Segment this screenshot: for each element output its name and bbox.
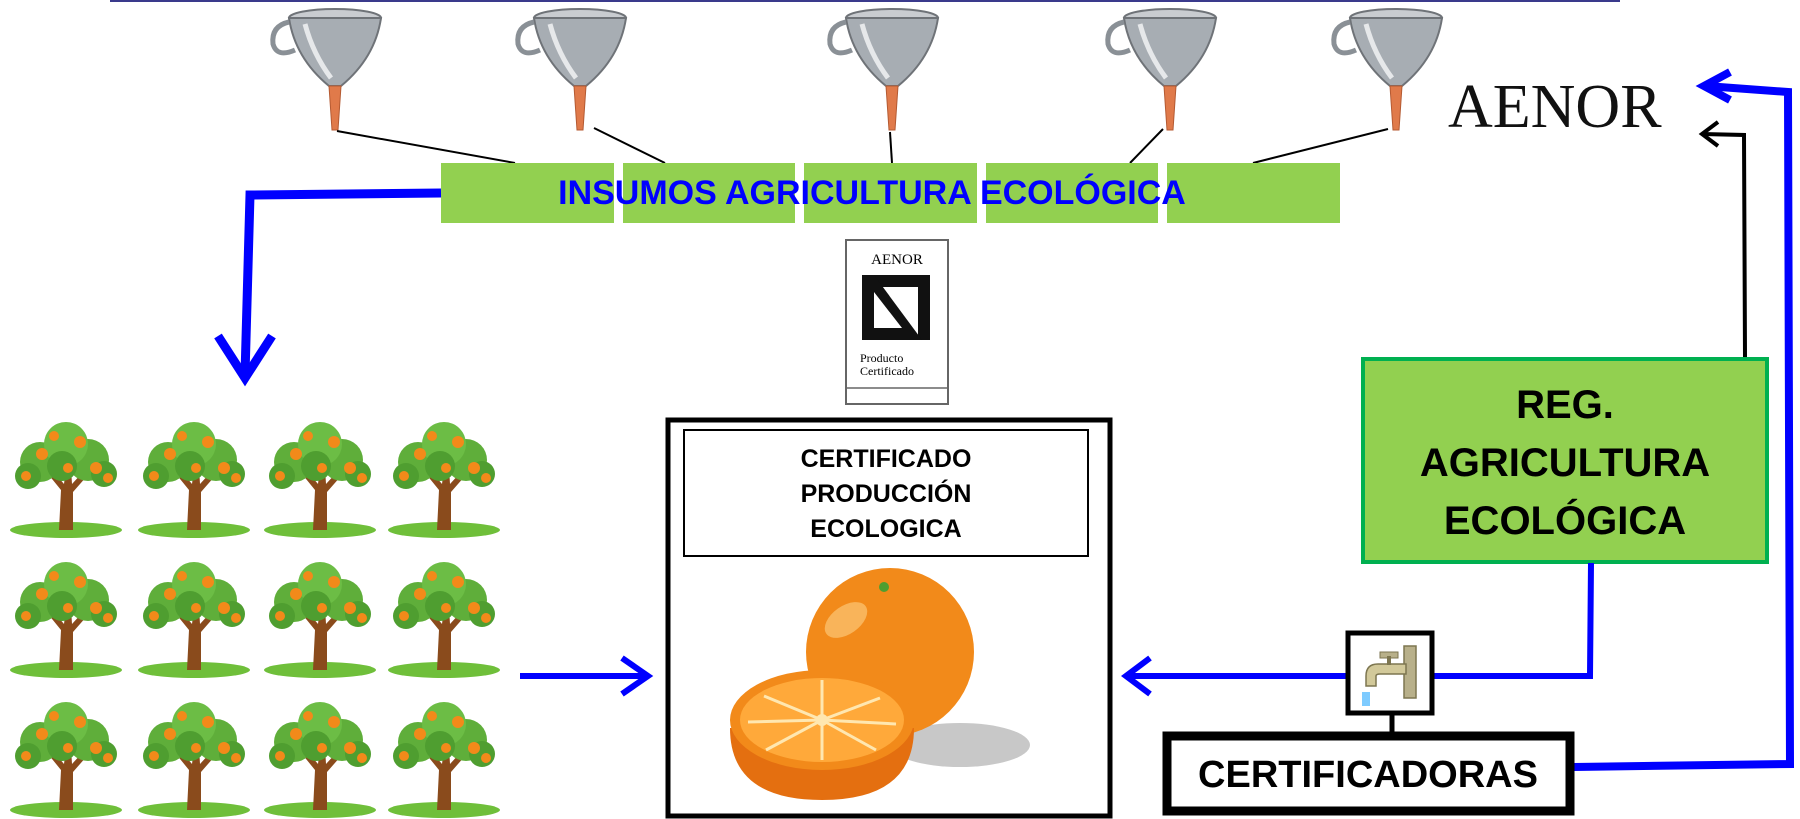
orange-fruit-icon xyxy=(730,568,1030,800)
certificate-box: CERTIFICADO PRODUCCIÓN ECOLOGICA xyxy=(665,417,1113,819)
orange-tree-icon xyxy=(138,702,250,818)
registry-box: REG. AGRICULTURA ECOLÓGICA xyxy=(1361,357,1769,564)
inputs-banner xyxy=(441,163,1340,223)
orange-tree-icon xyxy=(138,562,250,678)
orange-tree-icon xyxy=(10,702,122,818)
orange-tree-icon xyxy=(264,422,376,538)
certifiers-label: CERTIFICADORAS xyxy=(1198,754,1538,796)
orchard xyxy=(10,422,500,818)
certificate-line-2: PRODUCCIÓN xyxy=(801,478,972,508)
funnel-icon xyxy=(273,9,381,130)
arrow-certifiers-to-aenor xyxy=(1573,68,1795,771)
certifiers-box: CERTIFICADORAS xyxy=(1162,731,1575,816)
orange-tree-icon xyxy=(388,422,500,538)
inputs-banner-label: INSUMOS AGRICULTURA ECOLÓGICA xyxy=(558,174,1186,212)
aenor-logo: AENOR xyxy=(1448,73,1662,141)
funnel-icon xyxy=(1334,9,1442,130)
badge-line2: Certificado xyxy=(860,364,914,378)
funnel-icon xyxy=(518,9,626,130)
product-certificate-badge: AENOR Producto Certificado xyxy=(845,239,949,405)
arrow-banner-to-farm xyxy=(214,188,442,387)
registry-line-3: ECOLÓGICA xyxy=(1444,497,1686,543)
water-tap-icon xyxy=(1345,630,1435,716)
orange-tree-icon xyxy=(138,422,250,538)
orange-tree-icon xyxy=(264,702,376,818)
arrow-registry-to-aenor xyxy=(1698,120,1747,358)
orange-tree-icon xyxy=(10,562,122,678)
funnel-icon xyxy=(1108,9,1216,130)
badge-brand: AENOR xyxy=(871,252,923,268)
arrow-registry-to-certificate xyxy=(1121,562,1594,697)
certificate-line-3: ECOLOGICA xyxy=(810,515,961,543)
registry-line-2: AGRICULTURA xyxy=(1420,441,1710,485)
badge-line1: Producto xyxy=(860,351,903,365)
aenor-n-symbol-icon xyxy=(862,275,930,340)
orange-tree-icon xyxy=(388,562,500,678)
funnel-connectors xyxy=(336,127,1389,164)
funnel-icon xyxy=(830,9,938,130)
certificate-line-1: CERTIFICADO xyxy=(801,445,972,473)
orange-tree-icon xyxy=(10,422,122,538)
arrow-farm-to-certificate xyxy=(520,655,654,697)
registry-line-1: REG. xyxy=(1516,383,1614,427)
orange-tree-icon xyxy=(264,562,376,678)
orange-tree-icon xyxy=(388,702,500,818)
